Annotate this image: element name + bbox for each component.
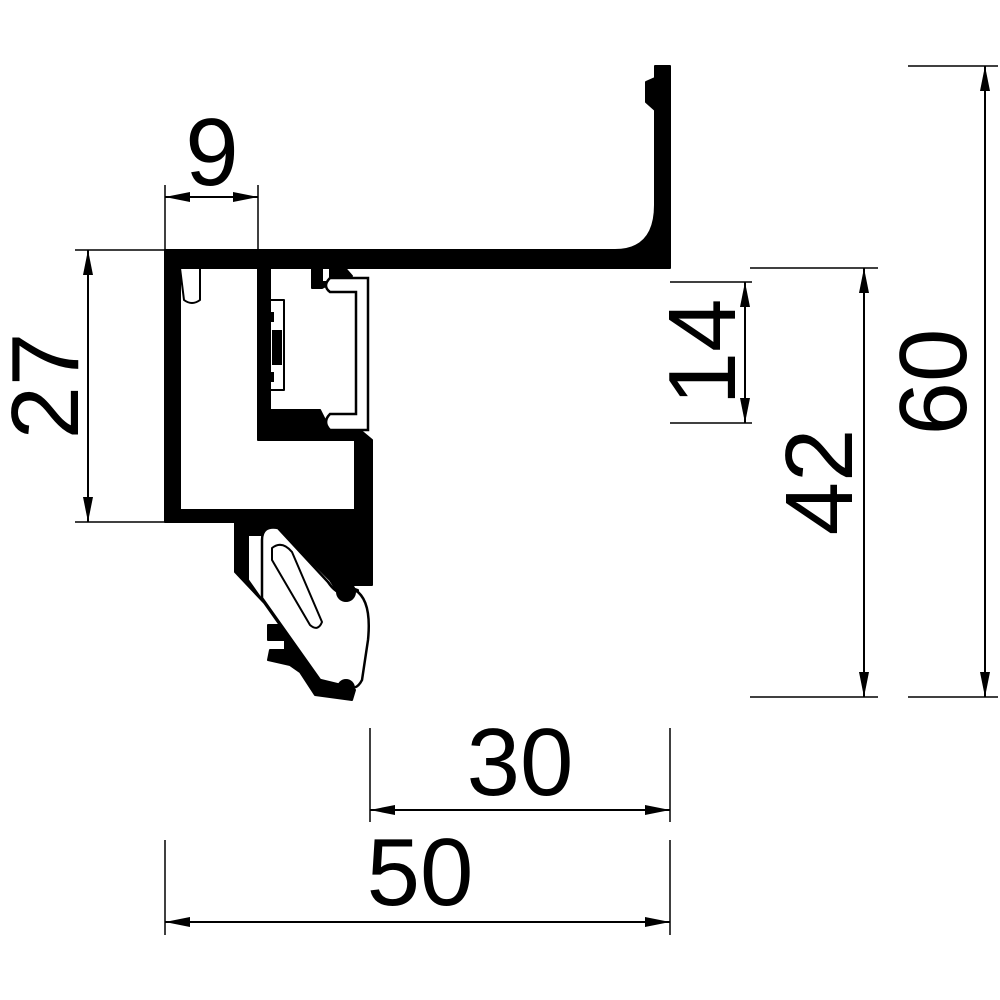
led-module [268, 299, 285, 391]
dimension-lines [75, 65, 998, 935]
aluminium-profile [164, 65, 671, 701]
dim-label-27: 27 [0, 333, 99, 440]
upper-diffuser [324, 276, 370, 432]
lower-lens-slot [271, 543, 323, 629]
dim-label-50: 50 [367, 819, 474, 926]
lens-clip-top [336, 582, 356, 602]
dim-label-9: 9 [185, 99, 238, 206]
dim-label-42: 42 [766, 429, 873, 536]
lens-clip-bottom [337, 679, 355, 697]
dim-label-14: 14 [649, 299, 756, 406]
top-flange [164, 65, 671, 269]
dim-label-60: 60 [880, 329, 987, 436]
top-left-clip [179, 267, 201, 304]
dim-label-30: 30 [467, 709, 574, 816]
